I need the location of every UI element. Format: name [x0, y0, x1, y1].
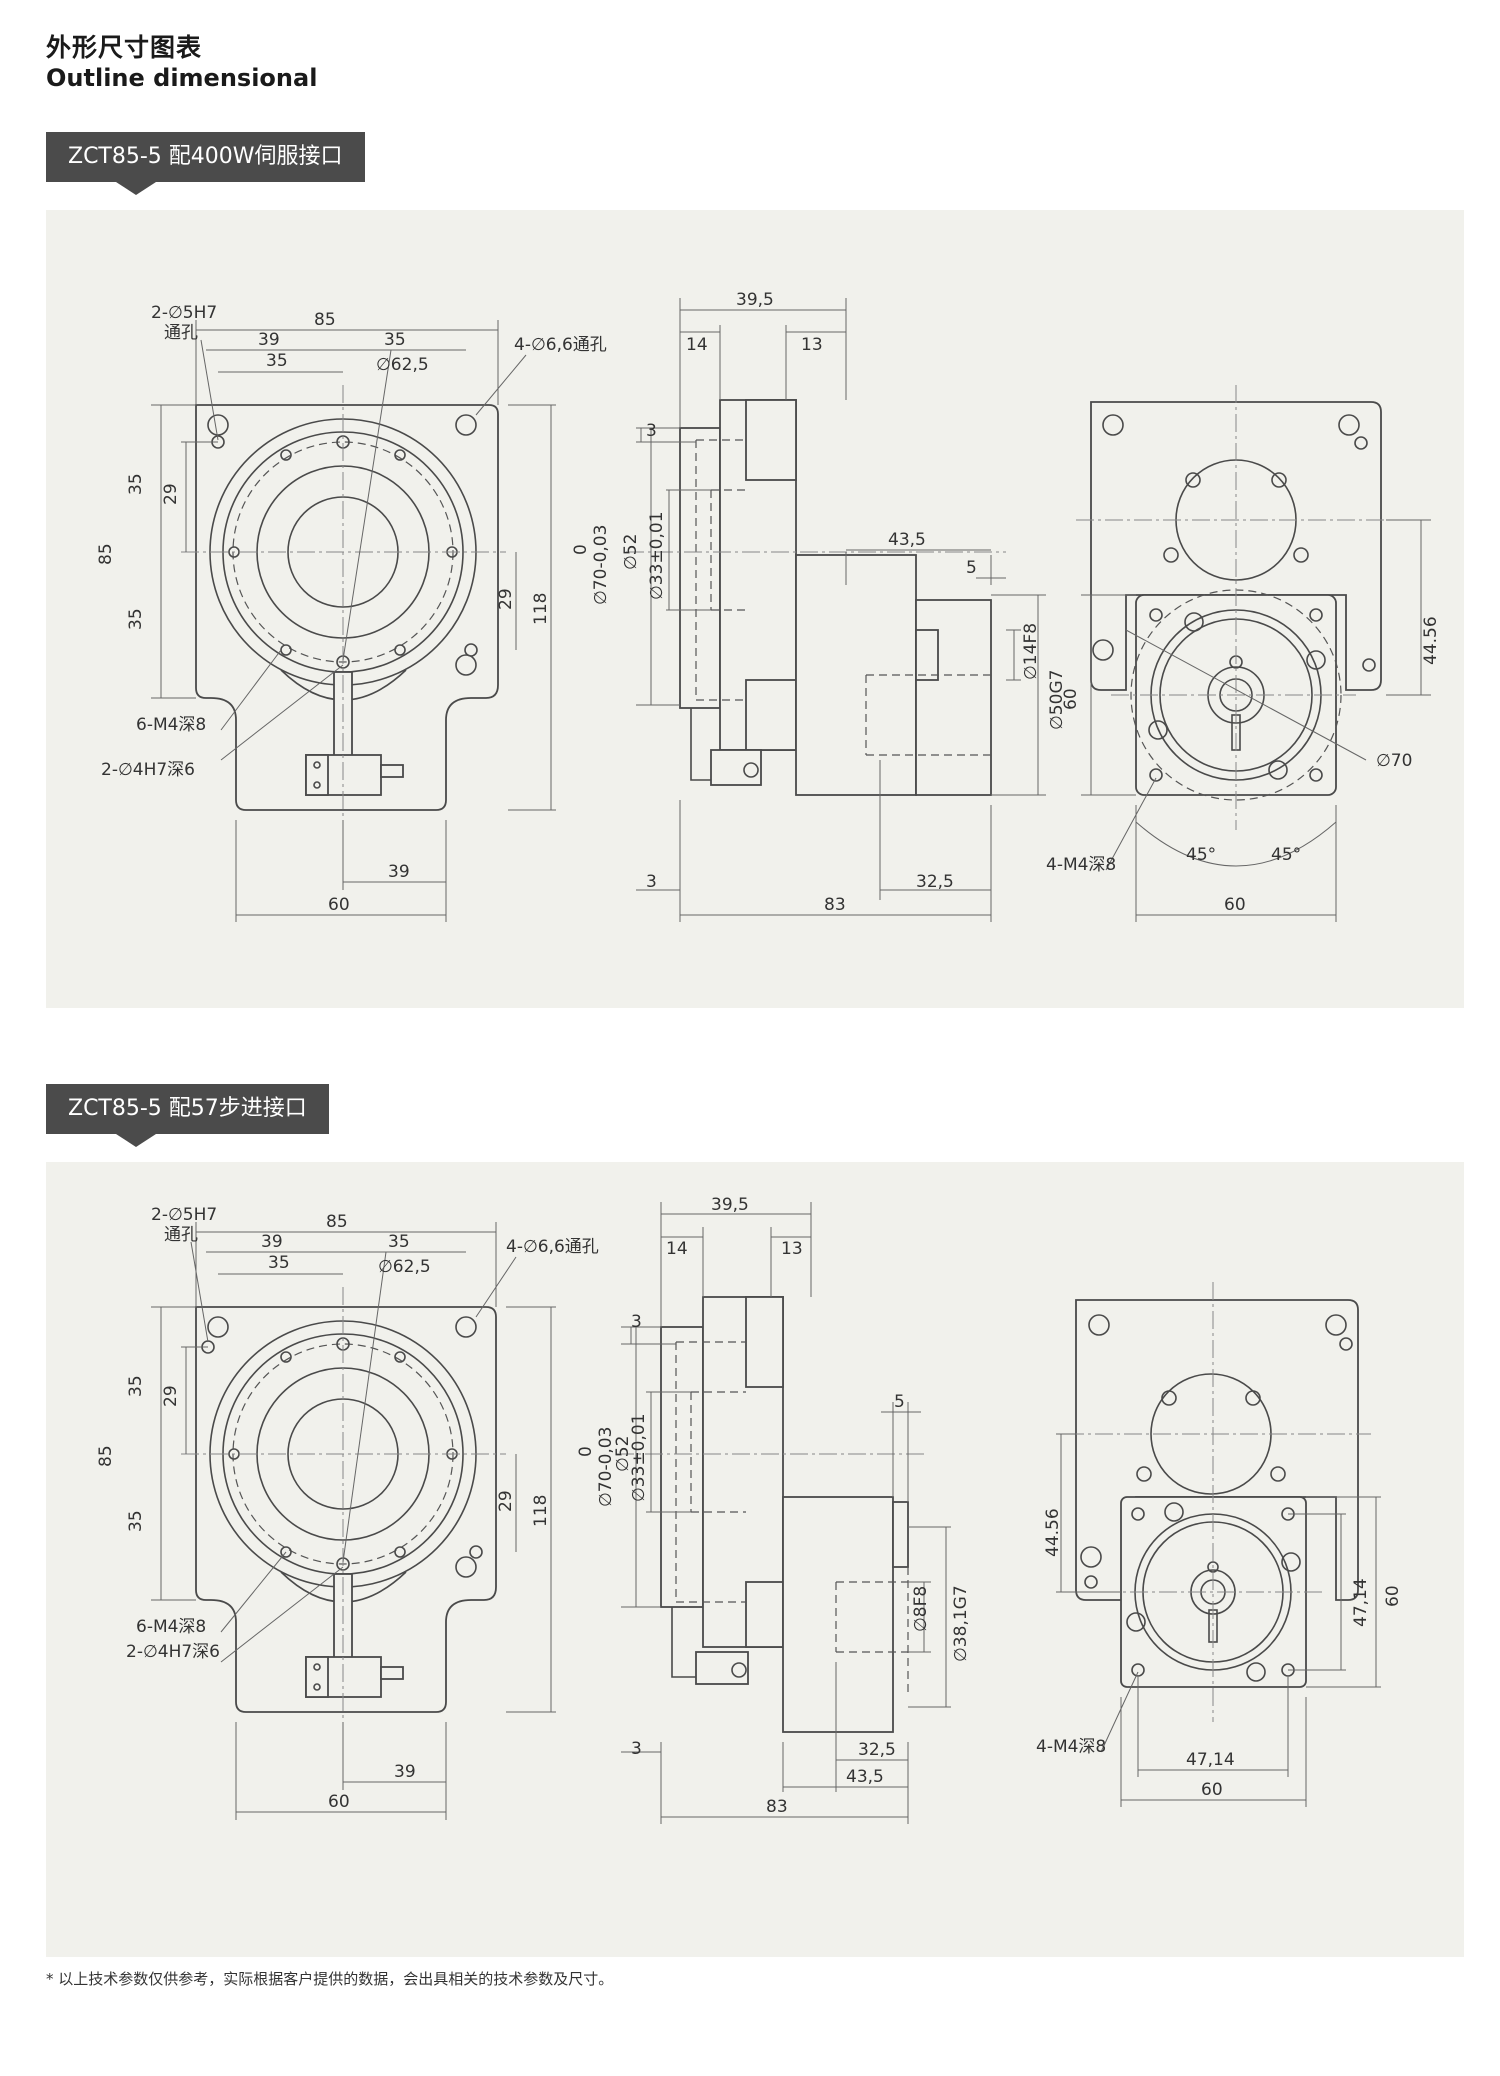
dim-3-bot: 3 — [646, 872, 657, 892]
dim-14f8: ∅14F8 — [1021, 623, 1041, 680]
dim-5: 5 — [894, 1392, 905, 1412]
dim-v29: 29 — [161, 1385, 181, 1407]
pin-label: 2-∅4H7深6 — [126, 1642, 220, 1662]
dim-b39: 39 — [394, 1762, 416, 1782]
pin-label: 2-∅4H7深6 — [101, 760, 195, 780]
hole1-label: 2-∅5H7 — [151, 303, 217, 323]
dim-v29: 29 — [161, 483, 181, 505]
section2-drawing-panel: 2-∅5H7 通孔 85 39 35 35 ∅62,5 4-∅6,6通孔 35 … — [46, 1162, 1464, 1957]
dim-33: ∅33±0,01 — [647, 511, 667, 600]
footnote: * 以上技术参数仅供参考，实际根据客户提供的数据，会出具相关的技术参数及尺寸。 — [46, 1970, 614, 1988]
tag-pointer-icon — [116, 1134, 156, 1147]
angle-45-left: 45° — [1186, 845, 1216, 865]
dim-0: 0 — [571, 544, 591, 555]
pcd-label: ∅62,5 — [378, 1257, 431, 1277]
dim-v35a: 35 — [126, 473, 146, 495]
hole1b-label: 通孔 — [164, 1225, 198, 1245]
dim-52: ∅52 — [621, 534, 641, 570]
dim-v85: 85 — [96, 543, 116, 565]
motor-tap-label: 4-M4深8 — [1046, 855, 1116, 875]
pcd-label: ∅62,5 — [376, 355, 429, 375]
front-view: 2-∅5H7 通孔 85 39 35 35 ∅62,5 4-∅6,6通孔 35 … — [96, 1205, 599, 1820]
section1-drawing: 2-∅5H7 通孔 85 39 35 35 ∅62,5 4-∅6,6通孔 35 … — [96, 290, 1441, 922]
hole2-label: 4-∅6,6通孔 — [506, 1237, 599, 1257]
dim-b60: 60 — [328, 1792, 350, 1812]
dim-60-b: 60 — [1201, 1780, 1223, 1800]
dim-5: 5 — [966, 558, 977, 578]
dim-v118: 118 — [531, 593, 551, 625]
motor-end-view: 44.56 47,14 60 4-M4深8 47,14 60 — [1036, 1282, 1403, 1807]
section1-tag-label: ZCT85-5 配400W伺服接口 — [68, 144, 343, 169]
dim-83: 83 — [766, 1797, 788, 1817]
section2-drawing: 2-∅5H7 通孔 85 39 35 35 ∅62,5 4-∅6,6通孔 35 … — [96, 1195, 1403, 1824]
dim-v35a: 35 — [126, 1375, 146, 1397]
section1-drawing-panel: 2-∅5H7 通孔 85 39 35 35 ∅62,5 4-∅6,6通孔 35 … — [46, 210, 1464, 1008]
front-view: 2-∅5H7 通孔 85 39 35 35 ∅62,5 4-∅6,6通孔 35 … — [96, 303, 607, 922]
dim-13: 13 — [781, 1239, 803, 1259]
dim-83: 83 — [824, 895, 846, 915]
section2-tag-label: ZCT85-5 配57步进接口 — [68, 1096, 307, 1121]
dim-14: 14 — [666, 1239, 688, 1259]
dim-39: 39 — [258, 330, 280, 350]
angle-45-right: 45° — [1271, 845, 1301, 865]
dim-32-5: 32,5 — [916, 872, 954, 892]
dim-13: 13 — [801, 335, 823, 355]
page-title-en: Outline dimensional — [46, 64, 318, 92]
dim-70: ∅70-0,03 — [591, 525, 611, 605]
dim-3-top: 3 — [631, 1312, 642, 1332]
dim-32-5: 32,5 — [858, 1740, 896, 1760]
dim-60-v: 60 — [1061, 688, 1081, 710]
dim-60-v: 60 — [1383, 1585, 1403, 1607]
dim-85-top: 85 — [314, 310, 336, 330]
dim-v29r: 29 — [496, 1490, 516, 1512]
dim-43-5: 43,5 — [888, 530, 926, 550]
dim-35a: 35 — [384, 330, 406, 350]
dim-v118: 118 — [531, 1495, 551, 1527]
side-view: 39,5 14 13 3 0 ∅70-0,03 ∅52 ∅33±0,01 43,… — [571, 290, 1067, 922]
page-title-cn: 外形尺寸图表 — [46, 33, 203, 62]
dim-44-56: 44.56 — [1421, 616, 1441, 665]
hole2-label: 4-∅6,6通孔 — [514, 335, 607, 355]
dim-38-1g7: ∅38,1G7 — [951, 1585, 971, 1662]
hole1-label: 2-∅5H7 — [151, 1205, 217, 1225]
dim-35b: 35 — [268, 1253, 290, 1273]
dim-3-bot: 3 — [631, 1739, 642, 1759]
tap-label: 6-M4深8 — [136, 1617, 206, 1637]
motor-end-view: 44.56 60 ∅70 4-M4深8 45° 45° 60 — [1046, 385, 1441, 922]
motor-tap-label: 4-M4深8 — [1036, 1737, 1106, 1757]
dim-8f8: ∅8F8 — [911, 1586, 931, 1632]
dim-85-top: 85 — [326, 1212, 348, 1232]
dim-v35b: 35 — [126, 608, 146, 630]
dim-14: 14 — [686, 335, 708, 355]
dim-39: 39 — [261, 1232, 283, 1252]
dim-3-top: 3 — [646, 421, 657, 441]
dim-v35b: 35 — [126, 1510, 146, 1532]
dim-b39: 39 — [388, 862, 410, 882]
tag-pointer-icon — [116, 182, 156, 195]
dim-39-5: 39,5 — [736, 290, 774, 310]
dim-35a: 35 — [388, 1232, 410, 1252]
section1-tag: ZCT85-5 配400W伺服接口 — [46, 132, 365, 195]
dim-50g7: ∅50G7 — [1047, 670, 1067, 730]
dim-70-dia: ∅70 — [1376, 751, 1412, 771]
dim-44-56: 44.56 — [1043, 1508, 1063, 1557]
dim-0: 0 — [576, 1446, 596, 1457]
dim-v85: 85 — [96, 1445, 116, 1467]
dim-39-5: 39,5 — [711, 1195, 749, 1215]
dim-33: ∅33±0,01 — [629, 1413, 649, 1502]
dim-b60: 60 — [328, 895, 350, 915]
side-view: 39,5 14 13 3 0 ∅70-0,03 ∅52 ∅33±0,01 5 ∅… — [576, 1195, 971, 1824]
dim-60-b: 60 — [1224, 895, 1246, 915]
hole1b-label: 通孔 — [164, 323, 198, 343]
section2-tag: ZCT85-5 配57步进接口 — [46, 1084, 329, 1147]
dim-35b: 35 — [266, 351, 288, 371]
dim-v29r: 29 — [496, 588, 516, 610]
dim-47-14-h: 47,14 — [1186, 1750, 1235, 1770]
dim-52: ∅52 — [613, 1436, 633, 1472]
dim-70: ∅70-0,03 — [596, 1427, 616, 1507]
dim-47-14-v: 47,14 — [1351, 1578, 1371, 1627]
dim-43-5: 43,5 — [846, 1767, 884, 1787]
tap-label: 6-M4深8 — [136, 715, 206, 735]
